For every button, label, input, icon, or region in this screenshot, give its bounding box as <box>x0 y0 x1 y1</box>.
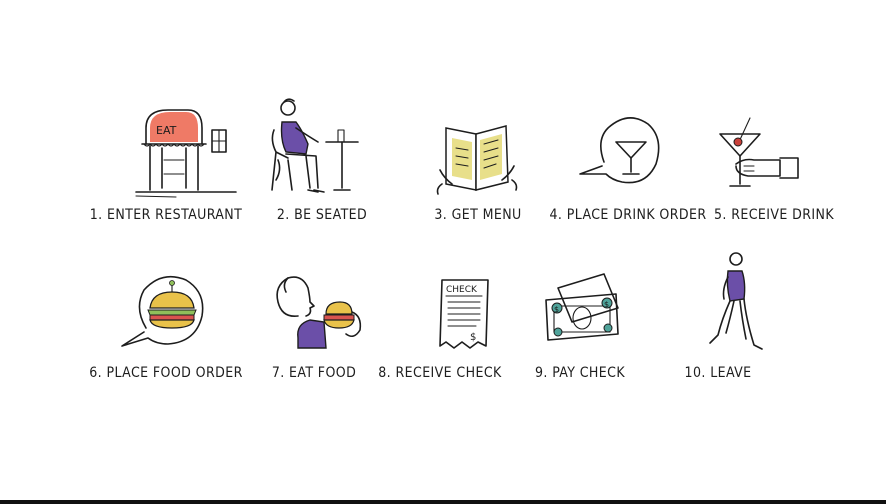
step-caption: 1. ENTER RESTAURANT <box>89 207 243 223</box>
step-caption: 4. PLACE DRINK ORDER <box>549 207 707 223</box>
burger-speech-bubble-icon <box>121 275 204 347</box>
step-caption: 6. PLACE FOOD ORDER <box>89 365 243 381</box>
drink-speech-bubble-icon <box>579 117 660 184</box>
step-caption: 9. PAY CHECK <box>534 365 626 381</box>
svg-text:$: $ <box>604 300 609 309</box>
martini-hand-icon <box>719 117 799 187</box>
step-caption: 2. BE SEATED <box>276 207 368 223</box>
menu-icon <box>436 125 518 195</box>
step-place-drink-order: 4. PLACE DRINK ORDER <box>548 100 708 240</box>
walking-person-icon <box>709 252 763 350</box>
person-eating-icon <box>276 276 362 349</box>
check-receipt-icon: CHECK $ <box>439 279 489 349</box>
bottom-border <box>0 500 886 504</box>
step-leave: 10. LEAVE <box>638 240 798 381</box>
step-enter-restaurant: EAT 1. ENTER RESTAURANT <box>86 100 246 240</box>
step-caption: 7. EAT FOOD <box>271 365 357 381</box>
step-caption: 10. LEAVE <box>684 365 752 381</box>
step-caption: 5. RECEIVE DRINK <box>713 207 834 223</box>
step-receive-drink: 5. RECEIVE DRINK <box>694 100 854 240</box>
svg-text:$: $ <box>554 305 559 314</box>
step-eat-food: 7. EAT FOOD <box>234 258 394 398</box>
step-pay-check: $ $ 9. PAY CHECK <box>500 258 660 398</box>
restaurant-entrance-icon: EAT <box>135 109 237 198</box>
receipt-title: CHECK <box>446 285 478 295</box>
step-caption: 3. GET MENU <box>434 207 522 223</box>
step-get-menu: 3. GET MENU <box>398 100 558 240</box>
step-receive-check: CHECK $ 8. RECEIVE CHECK <box>360 258 520 398</box>
step-caption: 8. RECEIVE CHECK <box>378 365 502 381</box>
seated-person-icon <box>271 98 359 193</box>
money-bills-icon: $ $ <box>545 273 619 341</box>
eat-sign-text: EAT <box>156 124 177 137</box>
svg-text:$: $ <box>470 332 476 343</box>
step-be-seated: 2. BE SEATED <box>242 98 402 240</box>
step-place-food-order: 6. PLACE FOOD ORDER <box>86 258 246 398</box>
